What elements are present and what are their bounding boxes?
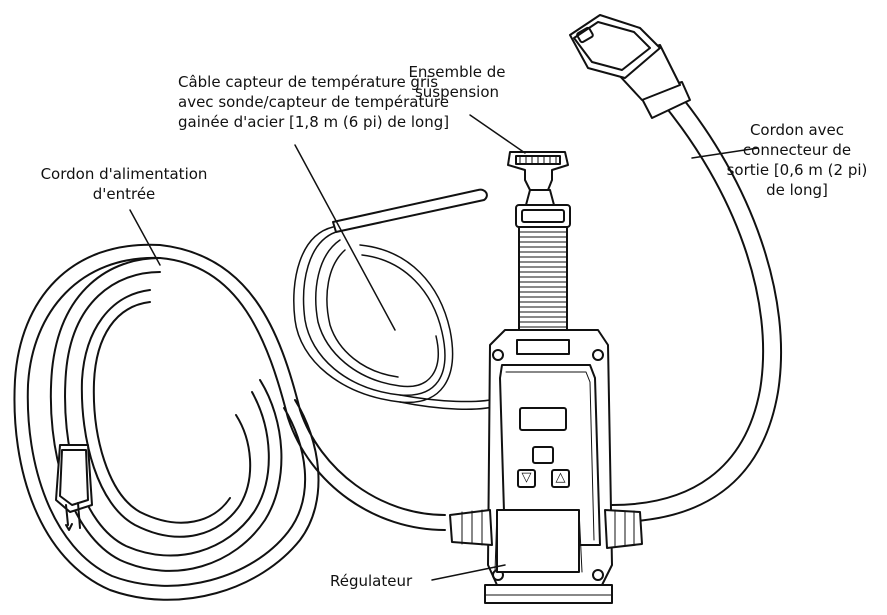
temperature-sensor-label: Câble capteur de température gris avec s… — [178, 72, 450, 132]
output-cord-label-line: Cordon avec — [749, 121, 845, 139]
hanger-assembly-label-line: suspension — [414, 83, 500, 101]
hanger-assembly — [507, 151, 571, 348]
controller-label: Régulateur — [330, 572, 413, 590]
up-button-icon: △ — [555, 470, 566, 485]
temperature-sensor-label-line: gainée d'acier [1,8 m (6 pi) de long] — [178, 113, 450, 131]
power-cord-label: Cordon d'alimentation d'entrée — [10, 164, 238, 204]
power-cord-label-line: Cordon d'alimentation — [40, 165, 208, 183]
down-button-icon: ▽ — [521, 470, 532, 485]
output-cord-label-line: sortie [0,6 m (2 pi) — [726, 161, 868, 179]
leader-lines — [129, 114, 759, 581]
output-cord — [569, 14, 782, 523]
power-cord — [13, 243, 446, 601]
output-cord-label-line: de long] — [766, 181, 828, 199]
controller-box — [449, 329, 643, 604]
hanger-assembly-label-line: Ensemble de — [408, 63, 506, 81]
temperature-sensor-cable — [293, 188, 501, 410]
output-cord-label-line: connecteur de — [742, 141, 852, 159]
hanger-assembly-label: Ensemble de suspension — [392, 62, 522, 102]
temperature-sensor-label-line: avec sonde/capteur de température — [178, 93, 449, 111]
power-cord-label-line: d'entrée — [92, 185, 156, 203]
temperature-sensor-label-line: Câble capteur de température gris — [178, 73, 439, 91]
output-cord-label: Cordon avec connecteur de sortie [0,6 m … — [712, 120, 882, 200]
